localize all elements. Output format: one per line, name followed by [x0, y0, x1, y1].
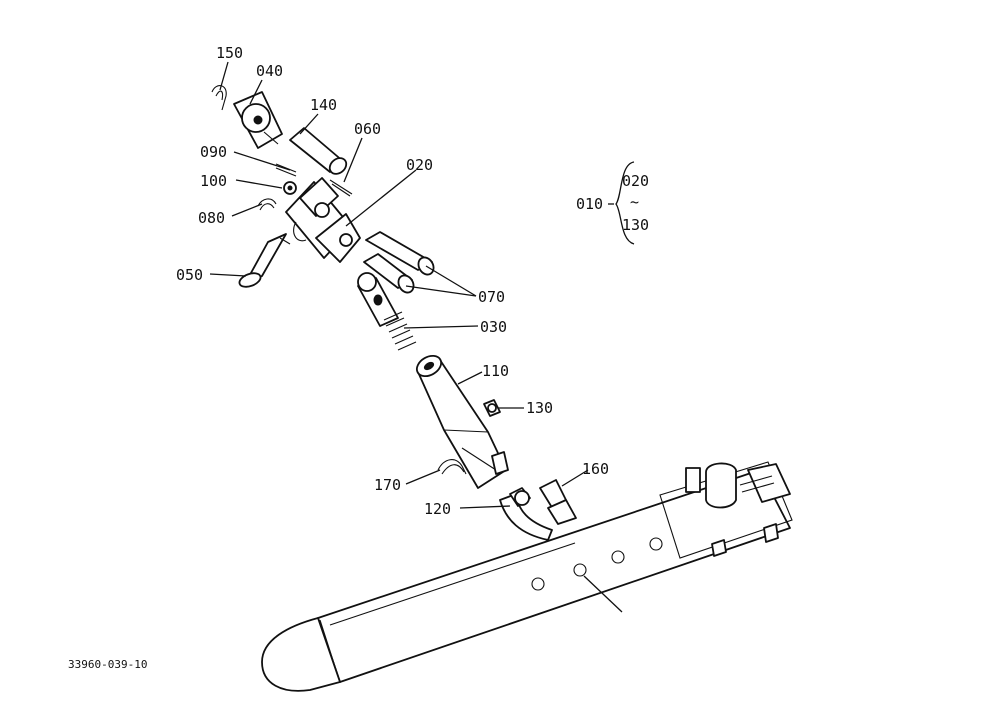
callout-080: 080: [198, 209, 225, 227]
group-range-start: 020: [622, 172, 649, 190]
grease-fitting: [483, 399, 501, 417]
pin-160: [539, 479, 577, 525]
group-parent-label: 010: [576, 195, 603, 213]
callout-150: 150: [216, 44, 243, 62]
group-range-end: 130: [622, 216, 649, 234]
cotter-060: [329, 179, 353, 197]
small-hardware: [257, 163, 297, 211]
top-eye-040: [233, 91, 283, 149]
pins-070: [363, 231, 435, 294]
bracket: [499, 487, 553, 541]
drawing-number: 33960-039-10: [68, 658, 147, 671]
callout-020: 020: [406, 156, 433, 174]
callout-030: 030: [480, 318, 507, 336]
callout-120: 120: [424, 500, 451, 518]
leader-lines: [209, 61, 589, 509]
callout-110: 110: [482, 362, 509, 380]
callout-070: 070: [478, 288, 505, 306]
callout-050: 050: [176, 266, 203, 284]
callout-100: 100: [200, 172, 227, 190]
clip-170: [437, 459, 467, 475]
callout-090: 090: [200, 143, 227, 161]
clip-150: [211, 85, 227, 111]
callout-170: 170: [374, 476, 401, 494]
callout-140: 140: [310, 96, 337, 114]
lower-link-arm: [261, 461, 793, 692]
callout-160: 160: [582, 460, 609, 478]
clevis-020: [285, 177, 361, 263]
callout-130: 130: [526, 399, 553, 417]
callout-040: 040: [256, 62, 283, 80]
callouts: 150 040 140 060 090 020 100 080 050 070 …: [176, 44, 609, 518]
pin-140: [289, 127, 348, 175]
threaded-rod: [357, 272, 417, 351]
group-range-mark: ~: [630, 193, 639, 211]
pin-050: [238, 233, 291, 288]
adjusting-tube: [415, 354, 509, 489]
callout-060: 060: [354, 120, 381, 138]
group-legend: 010 020 ~ 130: [576, 161, 649, 245]
